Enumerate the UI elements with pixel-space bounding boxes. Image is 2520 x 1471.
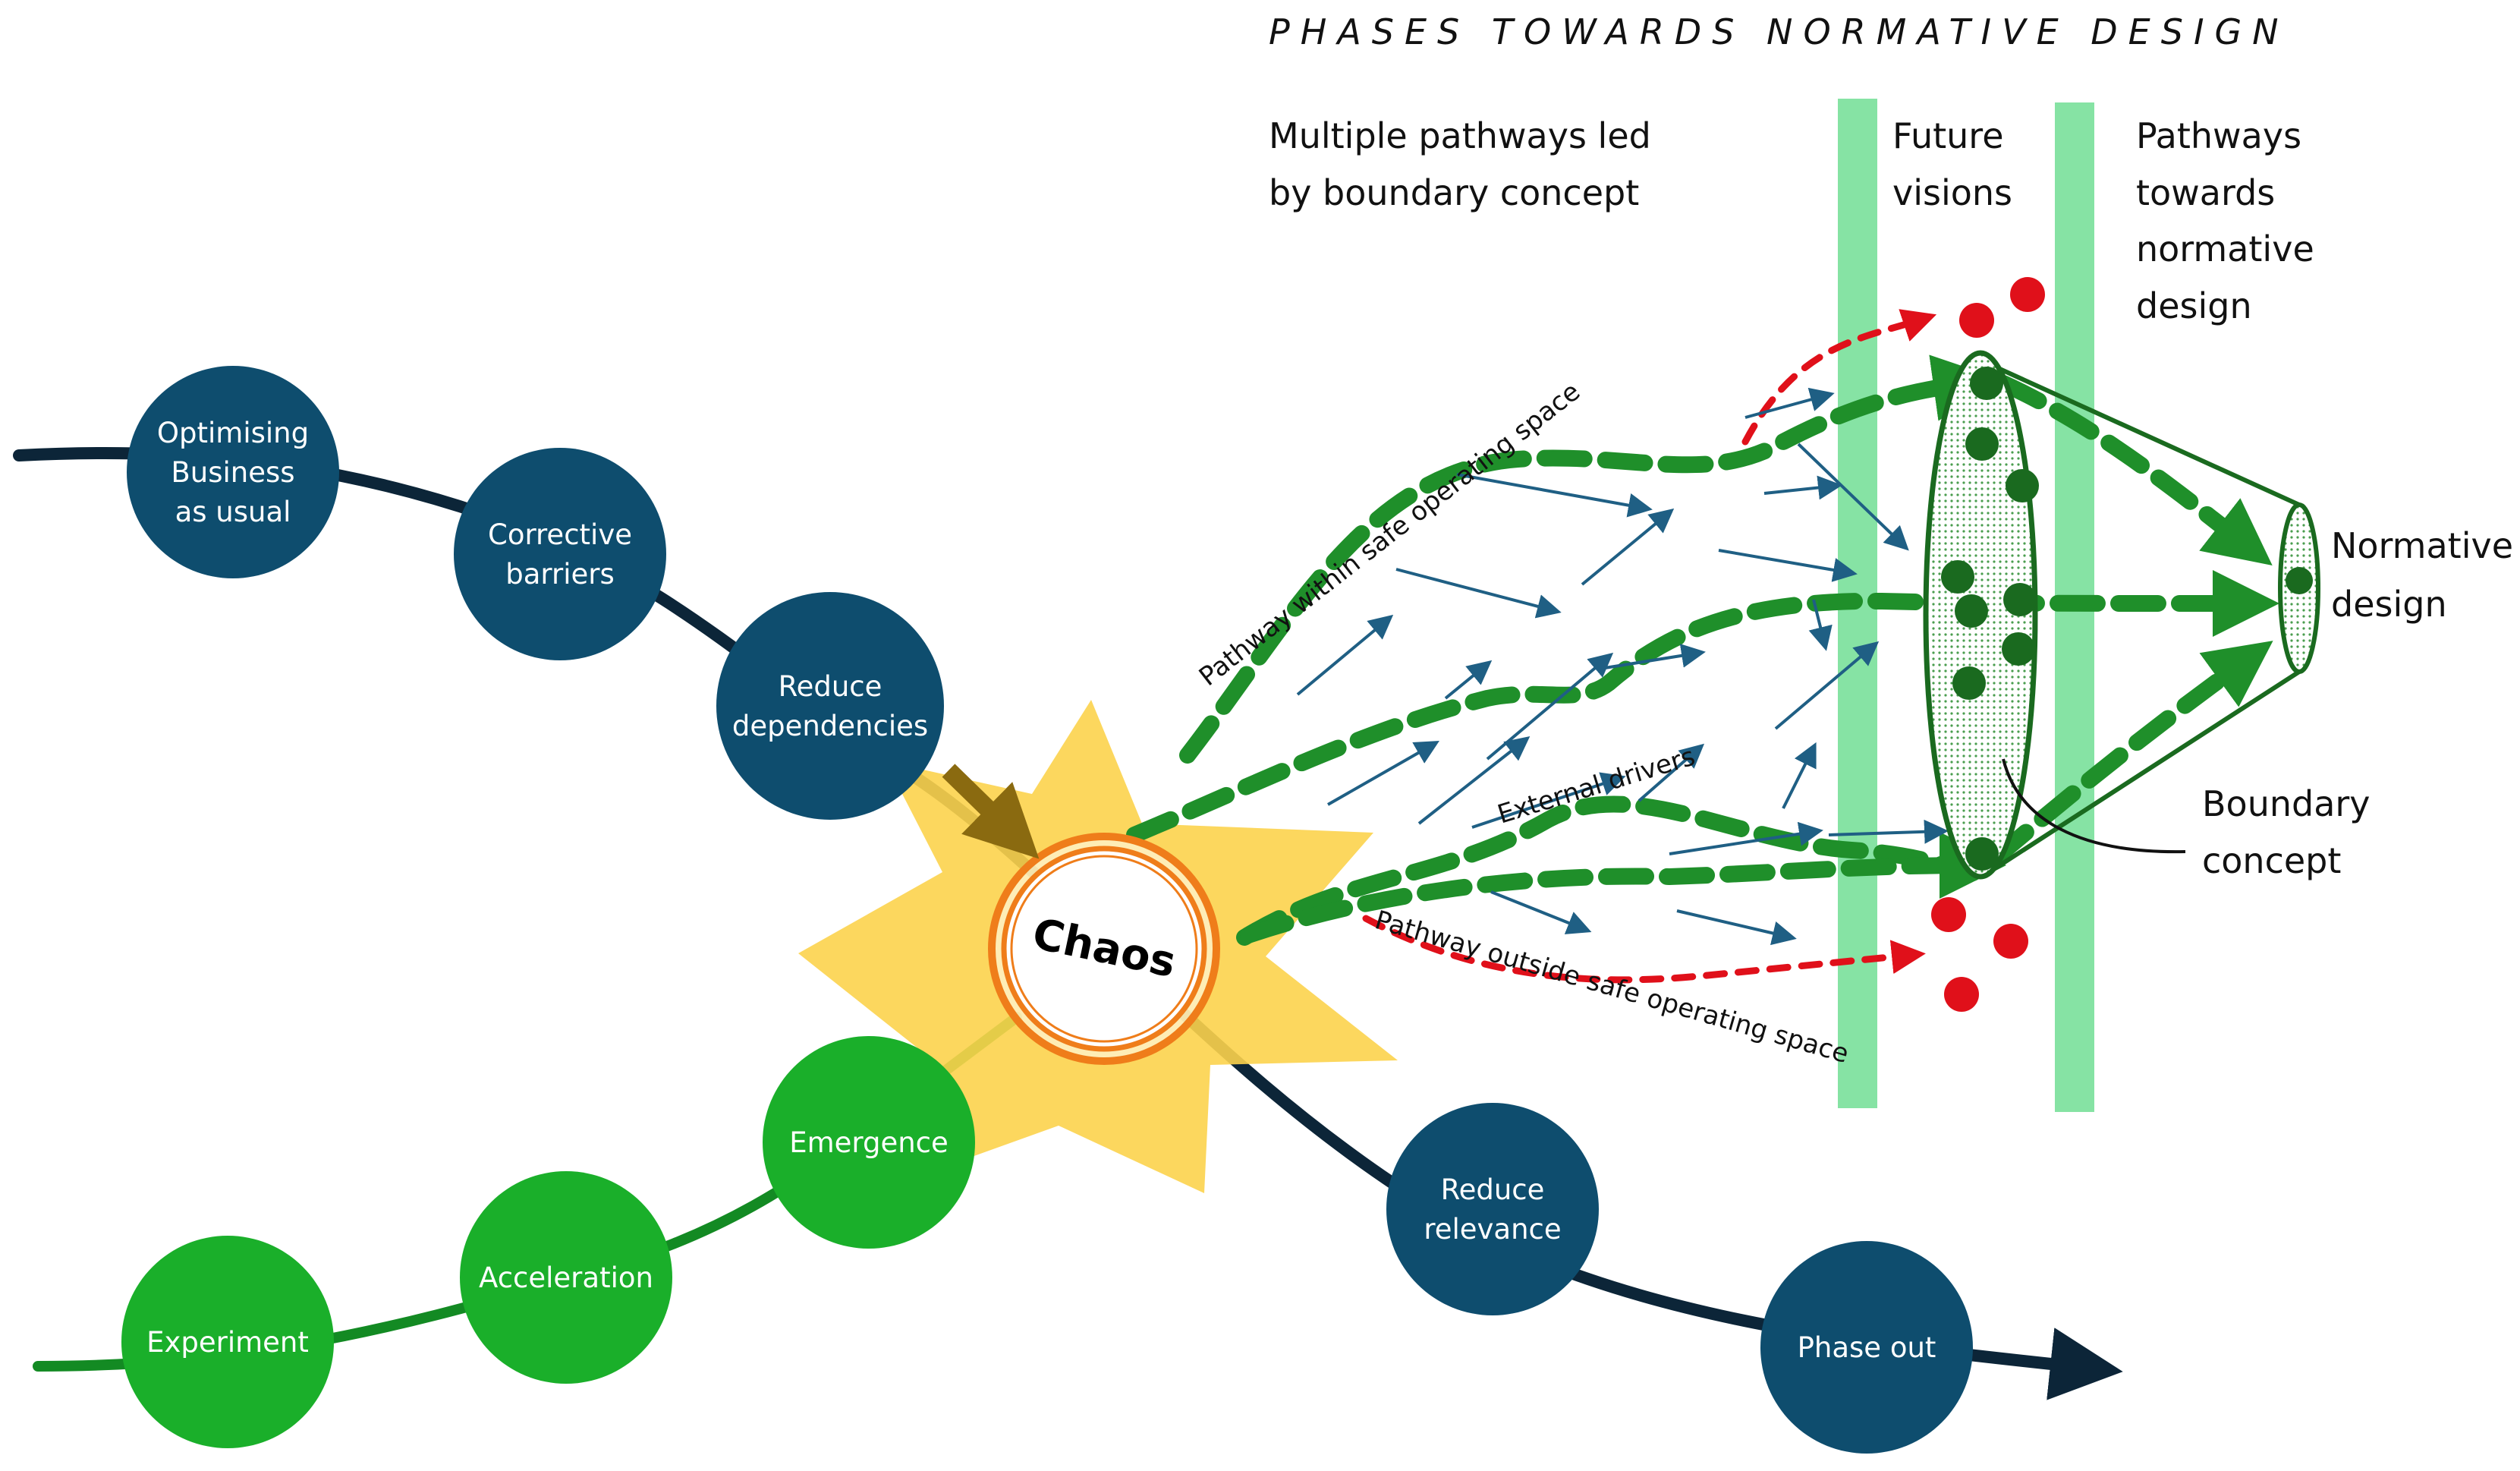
pathways-towards-label-3: normative [2136, 228, 2314, 269]
normative-design-label-1: Normative [2331, 525, 2513, 566]
emergence-node-circle [763, 1036, 975, 1249]
corrective-barriers-node: Corrective barriers [454, 448, 666, 660]
red-dot [2010, 277, 2045, 312]
acceleration-node-label-1: Acceleration [479, 1262, 653, 1294]
boundary-dot [1941, 560, 1974, 594]
driver-arrow [1444, 660, 1493, 700]
boundary-dot [2002, 632, 2035, 666]
driver-arrow [1456, 473, 1653, 518]
optimising-business-node-label-2: Business [171, 456, 294, 489]
phase-out-node-label-1: Phase out [1798, 1331, 1936, 1364]
acceleration-node-circle [460, 1171, 672, 1384]
boundary-dot [1965, 427, 1999, 461]
diagram-heading: PHASES TOWARDS NORMATIVE DESIGN [1269, 11, 2289, 52]
driver-arrow [1395, 568, 1562, 619]
corrective-barriers-node-label-1: Corrective [488, 518, 632, 551]
driver-arrow [1327, 741, 1439, 806]
driver-arrow [1669, 821, 1823, 855]
red-dots [1931, 277, 2045, 1012]
pathways-led-label-2: by boundary concept [1269, 172, 1639, 213]
driver-arrow [1604, 643, 1706, 669]
boundary-dot [2286, 567, 2313, 594]
red-pathways [1362, 309, 1937, 984]
reduce-dependencies-node-label-1: Reduce [779, 670, 882, 703]
corrective-barriers-node-label-2: barriers [505, 558, 614, 591]
boundary-dot [2006, 469, 2039, 502]
pathways-towards-label-1: Pathways [2136, 115, 2301, 156]
into-chaos-arrow [942, 764, 1040, 859]
driver-arrow [1490, 890, 1592, 934]
reduce-dependencies-node: Reduce dependencies [716, 592, 944, 820]
boundary-concept-label-2: concept [2202, 840, 2341, 881]
boundary-dots [1941, 367, 2313, 871]
phase-out-node-circle [1760, 1241, 1973, 1454]
chaos-node [988, 833, 1220, 1065]
red-dot [1931, 897, 1966, 932]
driver-arrow [1808, 599, 1833, 651]
boundary-dot [1952, 666, 1986, 700]
driver-arrow [1774, 641, 1880, 730]
red-dot [1959, 303, 1994, 338]
boundary-dot [2003, 583, 2037, 616]
emergence-node: Emergence [763, 1036, 975, 1249]
driver-arrow [1828, 819, 1949, 844]
driver-arrow [1782, 742, 1817, 809]
future-visions-label-2: visions [1892, 172, 2012, 213]
acceleration-node: Acceleration [460, 1171, 672, 1384]
green-pathways [1126, 354, 2279, 946]
boundary-dot [1955, 594, 1988, 628]
driver-arrow [1638, 743, 1705, 802]
experiment-node-circle [121, 1236, 334, 1448]
red-dot [1944, 977, 1979, 1012]
driver-arrow [1486, 652, 1614, 761]
reduce-relevance-node-label-2: relevance [1424, 1213, 1561, 1246]
optimising-business-node-label-1: Optimising [157, 417, 309, 449]
pathway-outside-label: Pathway outside safe operating space [1372, 905, 1852, 1069]
red-dot [1993, 924, 2028, 959]
pathways-towards-label-4: design [2136, 285, 2252, 326]
pathways-towards-label-2: towards [2136, 172, 2275, 213]
driver-arrow [1763, 475, 1842, 500]
driver-arrow [1744, 387, 1835, 419]
boundary-dot [1970, 367, 2003, 400]
reduce-dependencies-node-circle [716, 592, 944, 820]
boundary-concept-leader [2002, 758, 2186, 854]
boundary-dot [1965, 837, 1999, 871]
normative-design-label-2: design [2331, 584, 2447, 625]
emergence-node-label-1: Emergence [789, 1126, 949, 1159]
phase-out-node: Phase out [1760, 1241, 1973, 1454]
reduce-relevance-node: Reduce relevance [1386, 1103, 1599, 1315]
driver-arrow [1417, 736, 1531, 825]
corrective-barriers-node-circle [454, 448, 666, 660]
driver-arrow [1718, 549, 1858, 582]
external-driver-arrows [1296, 387, 1949, 946]
reduce-relevance-node-label-1: Reduce [1441, 1173, 1545, 1206]
driver-arrow [1581, 508, 1675, 586]
optimising-business-node-label-3: as usual [175, 496, 291, 528]
experiment-node-label-1: Experiment [146, 1326, 309, 1359]
pathways-led-label-1: Multiple pathways led [1269, 115, 1651, 156]
driver-arrow [1797, 443, 1909, 551]
reduce-relevance-node-circle [1386, 1103, 1599, 1315]
future-visions-label-1: Future [1892, 115, 2004, 156]
driver-arrow [1296, 614, 1394, 696]
optimising-business-node-circle [127, 366, 339, 578]
driver-arrow [1471, 772, 1626, 829]
pathway-within-label: Pathway within safe operating space [1194, 376, 1586, 692]
driver-arrow [1676, 909, 1797, 946]
boundary-concept-label-1: Boundary [2202, 783, 2371, 824]
reduce-dependencies-node-label-2: dependencies [732, 710, 928, 742]
experiment-node: Experiment [121, 1236, 334, 1448]
